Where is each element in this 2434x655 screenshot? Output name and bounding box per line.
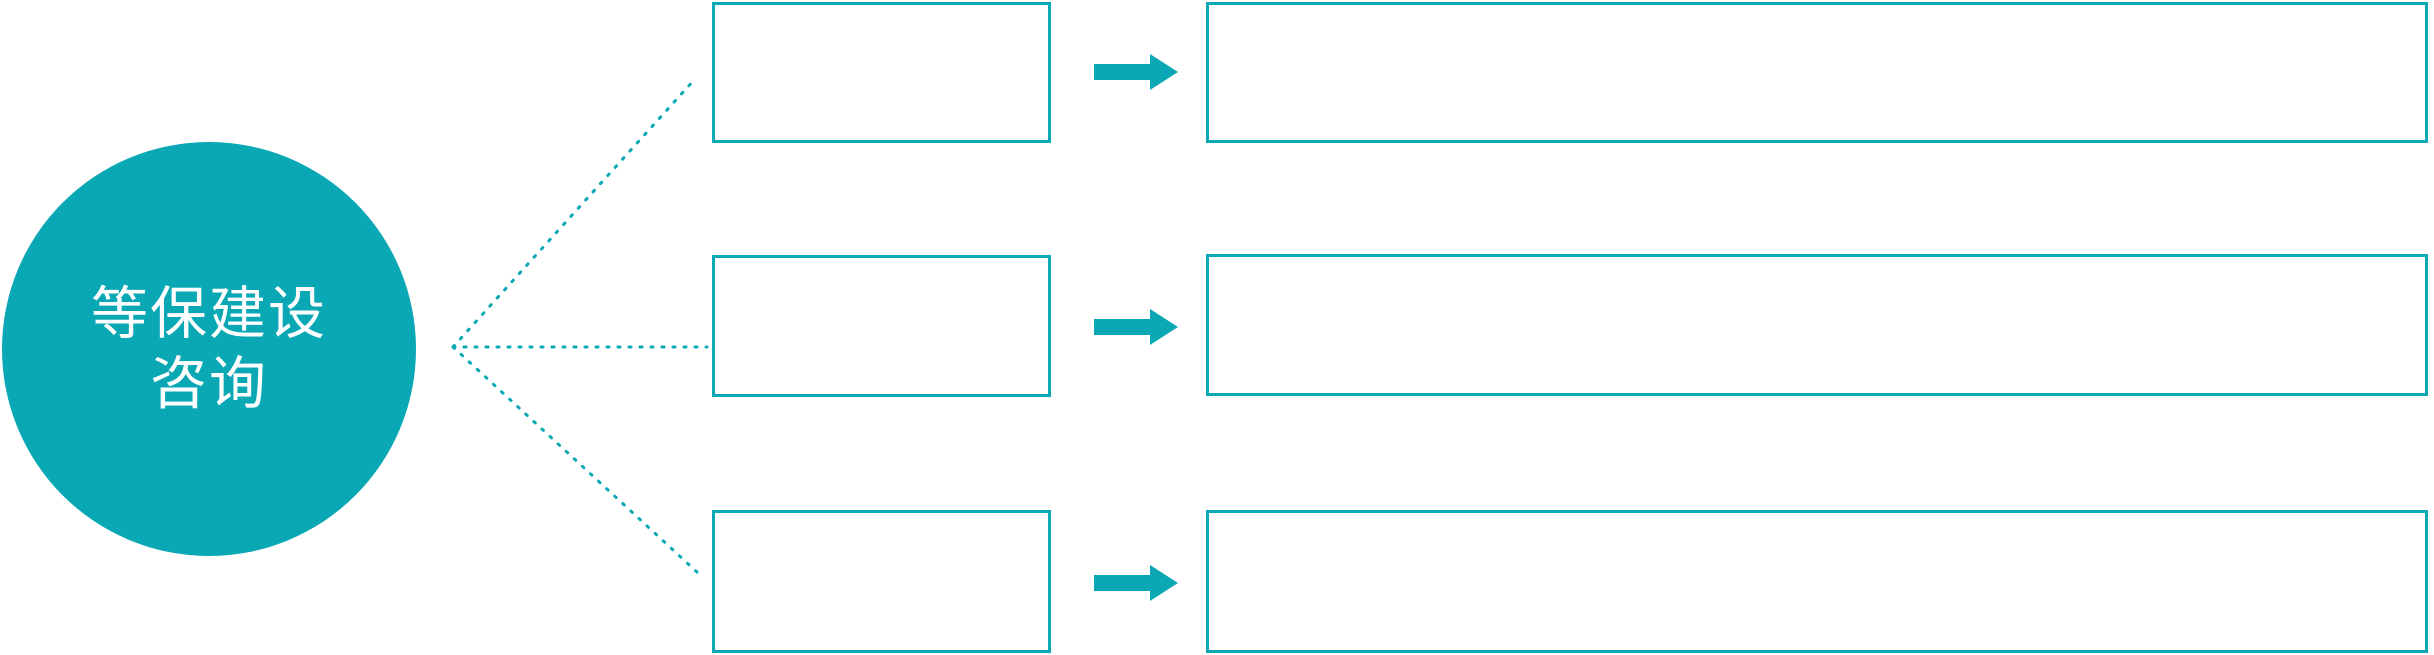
circle-label-line2: 咨询	[150, 352, 268, 416]
detail-box-1	[1206, 2, 2428, 143]
arrow-right-icon	[1094, 565, 1178, 601]
circle-label-line1: 等保建设	[91, 282, 327, 346]
stage-box-1	[712, 2, 1051, 143]
detail-box-3	[1206, 510, 2428, 653]
stage-box-2	[712, 255, 1051, 397]
circle-node: 等保建设 咨询	[2, 142, 416, 556]
arrow-right-icon	[1094, 54, 1178, 90]
arrow-right-icon	[1094, 309, 1178, 345]
detail-box-2	[1206, 254, 2428, 396]
stage-box-3	[712, 510, 1051, 653]
dotted-connector-top	[451, 78, 696, 349]
dotted-connector-bottom	[451, 345, 700, 575]
